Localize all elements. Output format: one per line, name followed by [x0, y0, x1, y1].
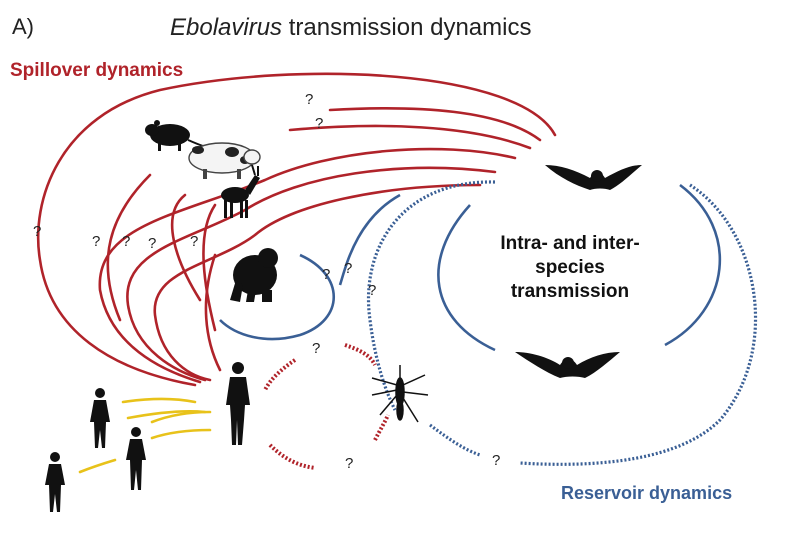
spillover-arc [36, 72, 557, 387]
gorilla-icon [230, 248, 278, 302]
title-genus: Ebolavirus [170, 14, 283, 41]
spillover-arc [126, 166, 497, 382]
human-link [150, 410, 212, 424]
question-mark: ? [122, 233, 130, 250]
question-mark: ? [345, 455, 353, 472]
bat-icon [545, 165, 642, 190]
reservoir-arcs [219, 183, 722, 352]
center-line-2: species [535, 257, 605, 278]
reservoir-dotted-arcs [367, 180, 758, 466]
question-mark: ? [305, 91, 313, 108]
pig-icon [188, 142, 261, 179]
human-icon [90, 388, 110, 448]
center-line-3: transmission [510, 281, 630, 302]
spillover-arc [204, 253, 222, 372]
diagram-title: Ebolavirus transmission dynamics [170, 14, 531, 42]
reservoir-label: Reservoir dynamics [561, 483, 733, 503]
spillover-arc [170, 193, 202, 302]
spillover-arc [202, 203, 217, 332]
title-rest: transmission dynamics [282, 14, 532, 41]
spillover-arc [328, 107, 542, 142]
vector-arc [268, 443, 316, 470]
question-mark: ? [344, 260, 352, 277]
human-icon [45, 452, 65, 512]
human-link [121, 397, 197, 404]
mosquito-icon [371, 365, 429, 423]
human-icon [126, 427, 146, 490]
reservoir-arc [664, 183, 722, 347]
vector-arcs [263, 343, 390, 470]
spillover-arcs [36, 72, 557, 387]
panel-label: A) [12, 14, 34, 39]
reservoir-dotted-arc [367, 180, 496, 411]
human-transmission [78, 397, 212, 474]
question-mark: ? [190, 233, 198, 250]
spillover-arc [288, 124, 532, 150]
spillover-label: Spillover dynamics [10, 60, 184, 81]
bat-icon [515, 352, 620, 378]
human-icon [226, 362, 250, 445]
question-mark: ? [312, 340, 320, 357]
vector-arc [344, 343, 377, 366]
question-mark: ? [322, 266, 330, 283]
question-mark: ? [368, 282, 376, 299]
question-mark: ? [492, 452, 500, 469]
human-link [150, 428, 212, 440]
reservoir-arc [219, 253, 336, 341]
reservoir-arc [338, 193, 401, 286]
center-label: Intra- and inter- species transmission [470, 232, 670, 304]
vector-arc [373, 414, 390, 441]
spillover-arc [106, 173, 152, 322]
antelope-icon [221, 164, 260, 218]
question-mark: ? [33, 223, 41, 240]
vector-arc [263, 358, 297, 391]
question-mark: ? [315, 115, 323, 132]
spillover-arc [153, 183, 482, 382]
question-marks: ? ? ? ? ? ? ? ? ? ? ? ? ? [33, 91, 500, 472]
center-line-1: Intra- and inter- [500, 233, 640, 254]
reservoir-dotted-arc [429, 423, 481, 457]
question-mark: ? [92, 233, 100, 250]
human-link [78, 458, 117, 474]
question-mark: ? [148, 235, 156, 252]
reservoir-dotted-arc [519, 183, 758, 466]
reservoir-arc [437, 204, 496, 352]
